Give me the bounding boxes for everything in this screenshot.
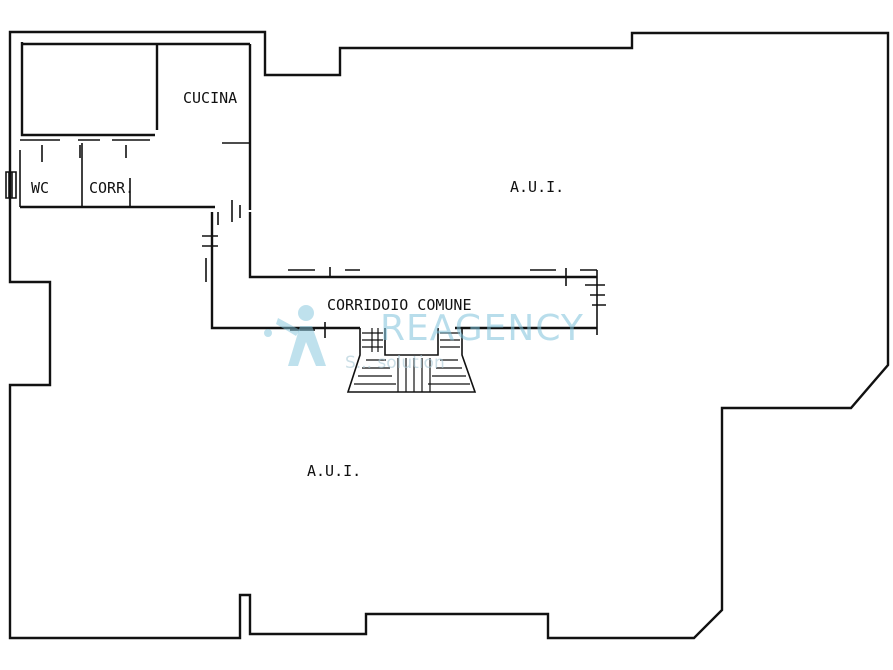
room-label-aui-top: A.U.I. [510, 178, 564, 196]
room-label-corridoio-comune: CORRIDOIO COMUNE [327, 296, 472, 314]
watermark-tagline: S... solution [345, 353, 445, 373]
room-label-aui-bottom: A.U.I. [307, 462, 361, 480]
room-label-corr: CORR. [89, 179, 134, 197]
watermark-logo [264, 305, 326, 366]
watermark-brand: REAGENCY [380, 308, 584, 349]
room-label-cucina: CUCINA [183, 89, 237, 107]
apartment-walls [5, 42, 252, 210]
staircase [346, 328, 477, 393]
room-label-wc: WC [31, 179, 49, 197]
outer-wall [8, 30, 890, 640]
